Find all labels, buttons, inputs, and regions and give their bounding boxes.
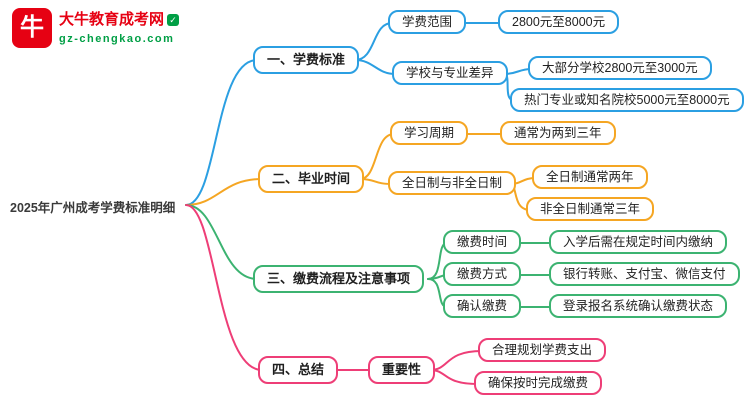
value-fee-range: 2800元至8000元 <box>498 10 620 34</box>
node-school-major-diff: 学校与专业差异 <box>392 61 508 85</box>
value-popular-majors: 热门专业或知名院校5000元至8000元 <box>510 88 744 112</box>
node-payment-method: 缴费方式 <box>443 262 522 286</box>
node-importance: 重要性 <box>368 356 436 384</box>
branch-summary: 四、总结 <box>258 356 339 384</box>
connector <box>429 369 479 385</box>
connector <box>354 22 393 61</box>
value-payment-confirm: 登录报名系统确认缴费状态 <box>549 294 728 318</box>
node-study-period: 学习周期 <box>390 121 469 145</box>
value-plan-expense: 合理规划学费支出 <box>478 338 607 362</box>
check-icon: ✓ <box>167 13 180 26</box>
value-parttime: 非全日制通常三年 <box>526 197 655 221</box>
bull-icon: 牛 <box>12 8 52 48</box>
node-payment-confirm: 确认缴费 <box>443 294 522 318</box>
branch-graduation-time: 二、毕业时间 <box>258 165 365 193</box>
value-payment-method: 银行转账、支付宝、微信支付 <box>549 262 740 286</box>
value-pay-on-time: 确保按时完成缴费 <box>474 371 603 395</box>
connector <box>429 350 483 371</box>
node-payment-time: 缴费时间 <box>443 230 522 254</box>
connector <box>359 133 395 180</box>
branch-payment-process: 三、缴费流程及注意事项 <box>253 265 425 293</box>
connector-root-branch2 <box>185 178 263 206</box>
branch-fee-standard: 一、学费标准 <box>253 46 360 74</box>
logo-text: 大牛教育成考网 ✓ gz-chengkao.com <box>59 10 180 46</box>
connector <box>354 59 397 75</box>
node-fulltime-vs-parttime: 全日制与非全日制 <box>388 171 517 195</box>
connector-root-branch3 <box>185 204 258 280</box>
connector-root-branch1 <box>185 59 258 206</box>
logo-title: 大牛教育成考网 <box>59 10 165 28</box>
value-most-schools: 大部分学校2800元至3000元 <box>528 56 712 80</box>
logo-subtitle: gz-chengkao.com <box>59 32 175 45</box>
value-fulltime: 全日制通常两年 <box>532 165 648 189</box>
logo: 牛 大牛教育成考网 ✓ gz-chengkao.com <box>12 8 180 48</box>
value-payment-time: 入学后需在规定时间内缴纳 <box>549 230 728 254</box>
connector-root-branch4 <box>185 204 263 371</box>
value-study-period: 通常为两到三年 <box>500 121 616 145</box>
root-title: 2025年广州成考学费标准明细 <box>10 201 176 215</box>
node-fee-range: 学费范围 <box>388 10 467 34</box>
